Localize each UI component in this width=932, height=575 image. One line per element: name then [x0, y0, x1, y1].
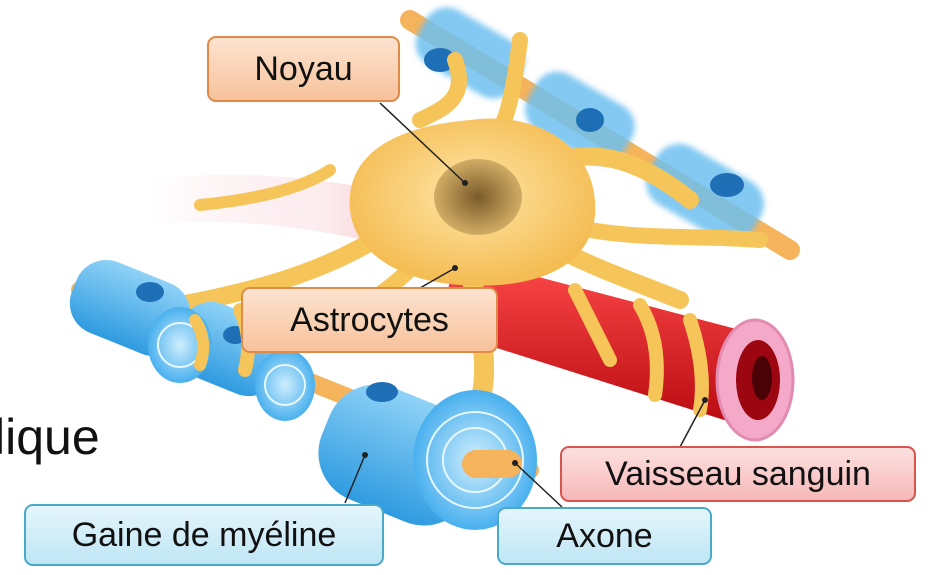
label-noyau: Noyau — [207, 36, 400, 102]
label-vaisseau-sanguin: Vaisseau sanguin — [560, 446, 916, 502]
partial-caption-text: lique — [0, 408, 100, 466]
nucleus — [434, 159, 522, 235]
label-gaine-de-myeline: Gaine de myéline — [24, 504, 384, 566]
label-axone: Axone — [497, 507, 712, 565]
label-astrocytes: Astrocytes — [241, 287, 498, 353]
